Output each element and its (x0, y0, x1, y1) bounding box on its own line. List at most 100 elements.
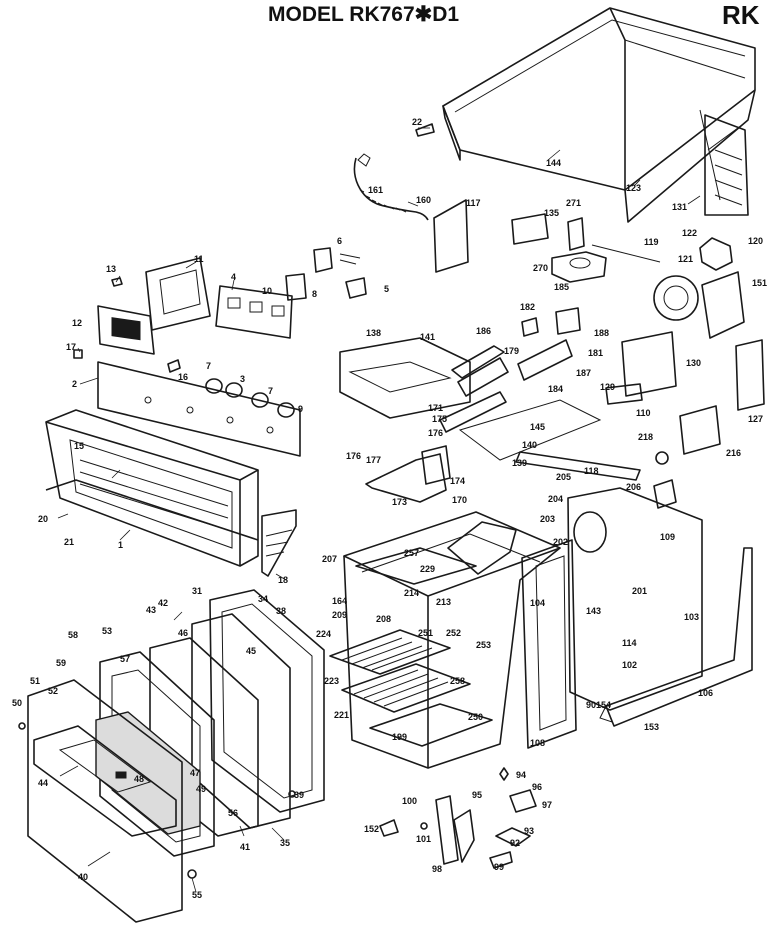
bracket-129 (605, 383, 643, 405)
callout-101: 101 (416, 834, 431, 844)
callout-93: 93 (524, 826, 534, 836)
callout-164: 164 (332, 596, 347, 606)
callout-50: 50 (12, 698, 22, 708)
callout-52: 52 (48, 686, 58, 696)
callout-140: 140 (522, 440, 537, 450)
door-liner-38 (209, 589, 325, 813)
callout-95: 95 (472, 790, 482, 800)
callout-20: 20 (38, 514, 48, 524)
callout-97: 97 (542, 800, 552, 810)
callout-160: 160 (416, 195, 431, 205)
callout-202: 202 (553, 537, 568, 547)
duct (447, 521, 517, 575)
door-frame-58 (99, 651, 215, 857)
screw-55 (187, 869, 197, 879)
screw-50 (18, 722, 26, 730)
callout-270: 270 (533, 263, 548, 273)
callout-110: 110 (636, 408, 651, 418)
callout-176b: 176 (428, 428, 443, 438)
callout-271: 271 (566, 198, 581, 208)
connector-5 (345, 277, 367, 299)
callout-46: 46 (178, 628, 188, 638)
callout-127: 127 (748, 414, 763, 424)
switch-plate-4 (215, 285, 293, 339)
callout-203: 203 (540, 514, 555, 524)
callout-56: 56 (228, 808, 238, 818)
latch-assembly-186 (451, 339, 573, 397)
hinge-parts (379, 767, 537, 869)
base-frame-199 (605, 547, 753, 727)
callout-251: 251 (418, 628, 433, 638)
callout-170: 170 (452, 495, 467, 505)
switch-16 (167, 359, 181, 373)
callout-218: 218 (638, 432, 653, 442)
solenoid-170 (421, 445, 451, 485)
callout-114: 114 (622, 638, 637, 648)
control-panel-bracket-11 (145, 257, 211, 331)
callout-90: 90 (586, 700, 596, 710)
backguard-15 (45, 409, 259, 567)
callout-47: 47 (190, 768, 200, 778)
switch-271 (567, 217, 585, 251)
callout-187: 187 (576, 368, 591, 378)
callout-99: 99 (494, 862, 504, 872)
callout-177: 177 (366, 455, 381, 465)
control-knobs (205, 378, 295, 418)
callout-144: 144 (546, 158, 561, 168)
switch-185 (555, 307, 581, 335)
callout-130: 130 (686, 358, 701, 368)
callout-15: 15 (74, 441, 84, 451)
model-title: MODEL RK767✱D1 (268, 3, 460, 26)
callout-252: 252 (446, 628, 461, 638)
latch-assembly-140 (439, 391, 507, 433)
callout-108: 108 (530, 738, 545, 748)
callout-59: 59 (56, 658, 66, 668)
oven-rack-221 (341, 663, 471, 713)
callout-58: 58 (68, 630, 78, 640)
callout-13: 13 (106, 264, 116, 274)
callout-5: 5 (384, 284, 389, 294)
callout-48: 48 (134, 774, 144, 784)
callout-173: 173 (392, 497, 407, 507)
switch-182 (521, 317, 539, 337)
callout-40: 40 (78, 872, 88, 882)
callout-258: 258 (450, 676, 465, 686)
callout-145: 145 (530, 422, 545, 432)
callout-186: 186 (476, 326, 491, 336)
callout-94: 94 (516, 770, 526, 780)
bracket-127 (735, 339, 765, 411)
diagram-header: MODEL RK767✱D1 RK (0, 0, 784, 34)
callout-3: 3 (240, 374, 245, 384)
callout-92: 92 (510, 838, 520, 848)
shield-138 (339, 337, 471, 419)
callout-9: 9 (298, 404, 303, 414)
clock-timer-12 (97, 305, 155, 355)
callout-44: 44 (38, 778, 48, 788)
bake-element-250 (369, 703, 493, 747)
broil-element-257 (355, 547, 477, 585)
callout-141: 141 (420, 332, 435, 342)
callout-106: 106 (698, 688, 713, 698)
callout-221: 221 (334, 710, 349, 720)
callout-8: 8 (312, 289, 317, 299)
box-216 (679, 405, 721, 455)
callout-229: 229 (420, 564, 435, 574)
rail-118 (515, 451, 641, 481)
callout-31: 31 (192, 586, 202, 596)
callout-171: 171 (428, 403, 443, 413)
callout-209: 209 (332, 610, 347, 620)
callout-11: 11 (194, 254, 204, 264)
callout-257: 257 (404, 548, 419, 558)
callout-181: 181 (588, 348, 603, 358)
callout-96: 96 (532, 782, 542, 792)
callout-182: 182 (520, 302, 535, 312)
callout-131: 131 (672, 202, 687, 212)
callout-38: 38 (276, 606, 286, 616)
front-frame-90 (521, 539, 577, 749)
grommet-218 (655, 451, 669, 465)
callout-51: 51 (30, 676, 40, 686)
callout-42: 42 (158, 598, 168, 608)
callout-4: 4 (231, 272, 236, 282)
callout-labels: 22 144 123 161 160 117 135 271 270 119 1… (12, 117, 767, 900)
